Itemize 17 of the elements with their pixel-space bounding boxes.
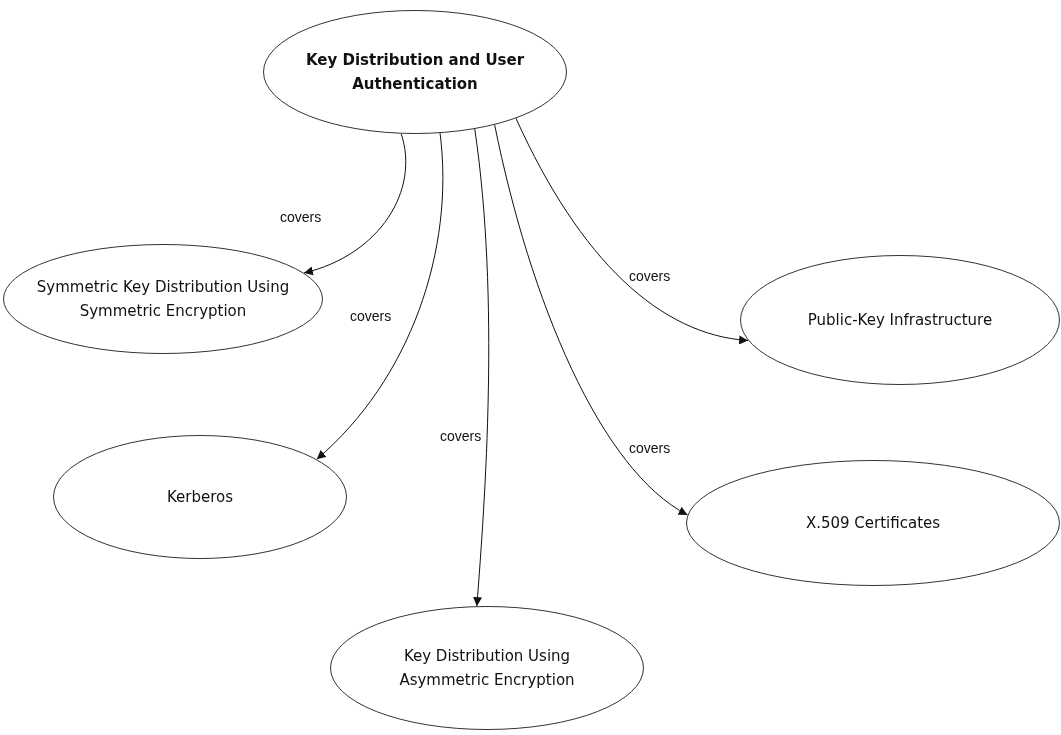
arrow [303, 133, 407, 275]
topic-ellipse [740, 255, 1060, 385]
topic-ellipse [3, 244, 323, 354]
topic-ellipse [330, 606, 644, 730]
node-text: Public-Key Infrastructure [807, 310, 993, 331]
arrow [515, 117, 749, 344]
node-text: Symmetric Key Distribution Using Symmetric Encryption [35, 277, 291, 322]
topic-ellipse [53, 435, 347, 559]
node-text: Kerberos [166, 487, 234, 508]
node-text: Key Distribution Using Asymmetric Encryption [398, 646, 576, 691]
node-text: X.509 Certificates [805, 513, 941, 534]
node-text: Key Distribution and User Authentication [304, 50, 526, 95]
topic-ellipse [263, 10, 567, 134]
arrow [316, 132, 444, 460]
arrow [473, 128, 490, 607]
arrow [494, 124, 689, 516]
topic-ellipse [686, 460, 1060, 586]
